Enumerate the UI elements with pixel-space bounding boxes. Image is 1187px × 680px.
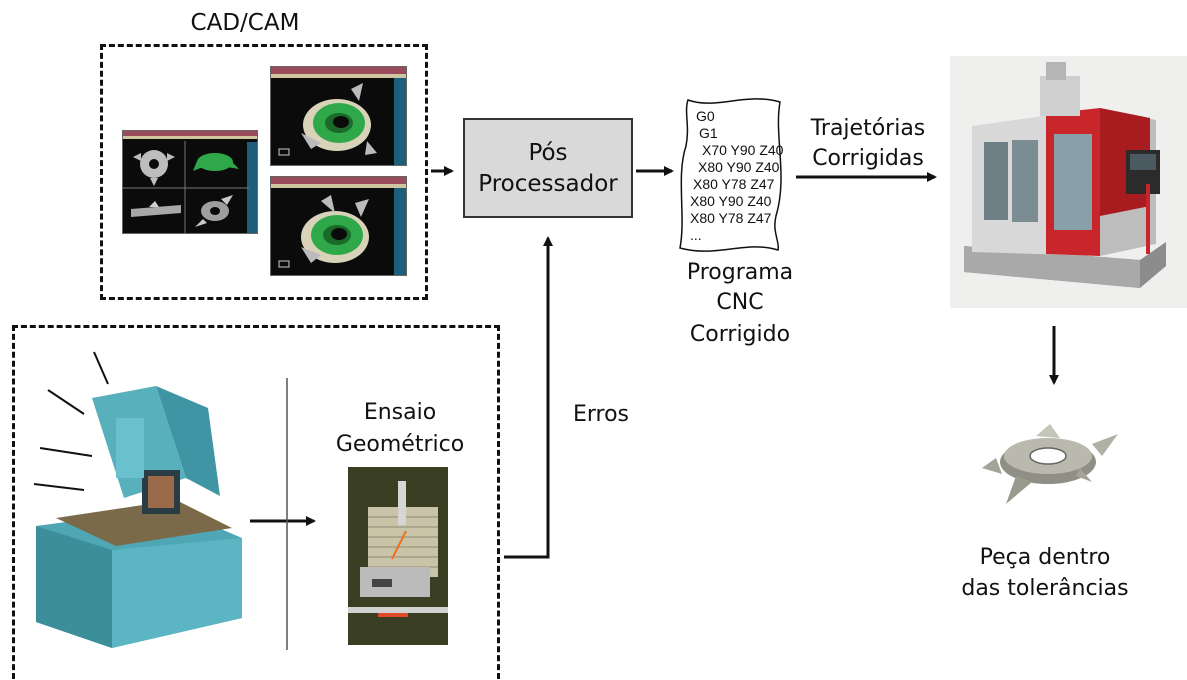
- machine-with-errors-icon: [36, 386, 242, 648]
- arrow-errors-feedback: [504, 236, 553, 559]
- cadcam-box: [100, 44, 428, 300]
- cnc-program-sheet: [679, 98, 782, 252]
- cnc-program-caption-3: Corrigido: [689, 322, 791, 347]
- code-line: G1: [699, 125, 718, 141]
- part-views-icon: [123, 141, 249, 233]
- post-processor-line1: Pós: [528, 140, 568, 166]
- cadcam-screen-top: [270, 66, 407, 166]
- post-processor-line2: Processador: [478, 171, 618, 197]
- part-3d-view-icon: [278, 83, 377, 156]
- cadcam-screen-bottom: [270, 176, 407, 276]
- cadcam-title: CAD/CAM: [190, 10, 300, 36]
- post-processor-box: Pós Processador: [463, 118, 633, 218]
- corrected-paths-line1: Trajetórias: [810, 116, 926, 141]
- cadcam-screen-multiview: [122, 130, 258, 234]
- code-line: G0: [696, 108, 715, 124]
- geometric-test-line1: Ensaio: [363, 400, 437, 425]
- cnc-machine-image: [950, 56, 1187, 308]
- laser-interferometer-icon: [348, 467, 448, 645]
- cnc-program-caption-2: CNC: [716, 290, 764, 315]
- finished-part-icon: [982, 424, 1118, 504]
- geometric-test-box: [12, 325, 500, 679]
- cnc-program-caption-1: Programa: [686, 260, 794, 285]
- vibration-lines-icon: [33, 351, 109, 491]
- machining-center-icon: [964, 62, 1166, 288]
- code-line: X80 Y90 Z40: [690, 193, 772, 209]
- final-part-line2: das tolerâncias: [961, 576, 1129, 601]
- code-line: ...: [690, 227, 702, 243]
- corrected-paths-line2: Corrigidas: [812, 146, 924, 171]
- geometric-test-photo: [348, 467, 448, 645]
- code-line: X80 Y78 Z47: [690, 210, 772, 226]
- part-3d-view-icon: [278, 195, 369, 268]
- cnc-program-code: G0 G1 X70 Y90 Z40 X80 Y90 Z40 X80 Y78 Z4…: [690, 108, 784, 244]
- code-line: X80 Y90 Z40: [698, 159, 780, 175]
- errors-label: Erros: [572, 402, 630, 427]
- code-line: X70 Y90 Z40: [702, 142, 784, 158]
- final-part-line1: Peça dentro: [979, 545, 1111, 570]
- code-line: X80 Y78 Z47: [693, 176, 775, 192]
- geometric-test-line2: Geométrico: [335, 432, 465, 457]
